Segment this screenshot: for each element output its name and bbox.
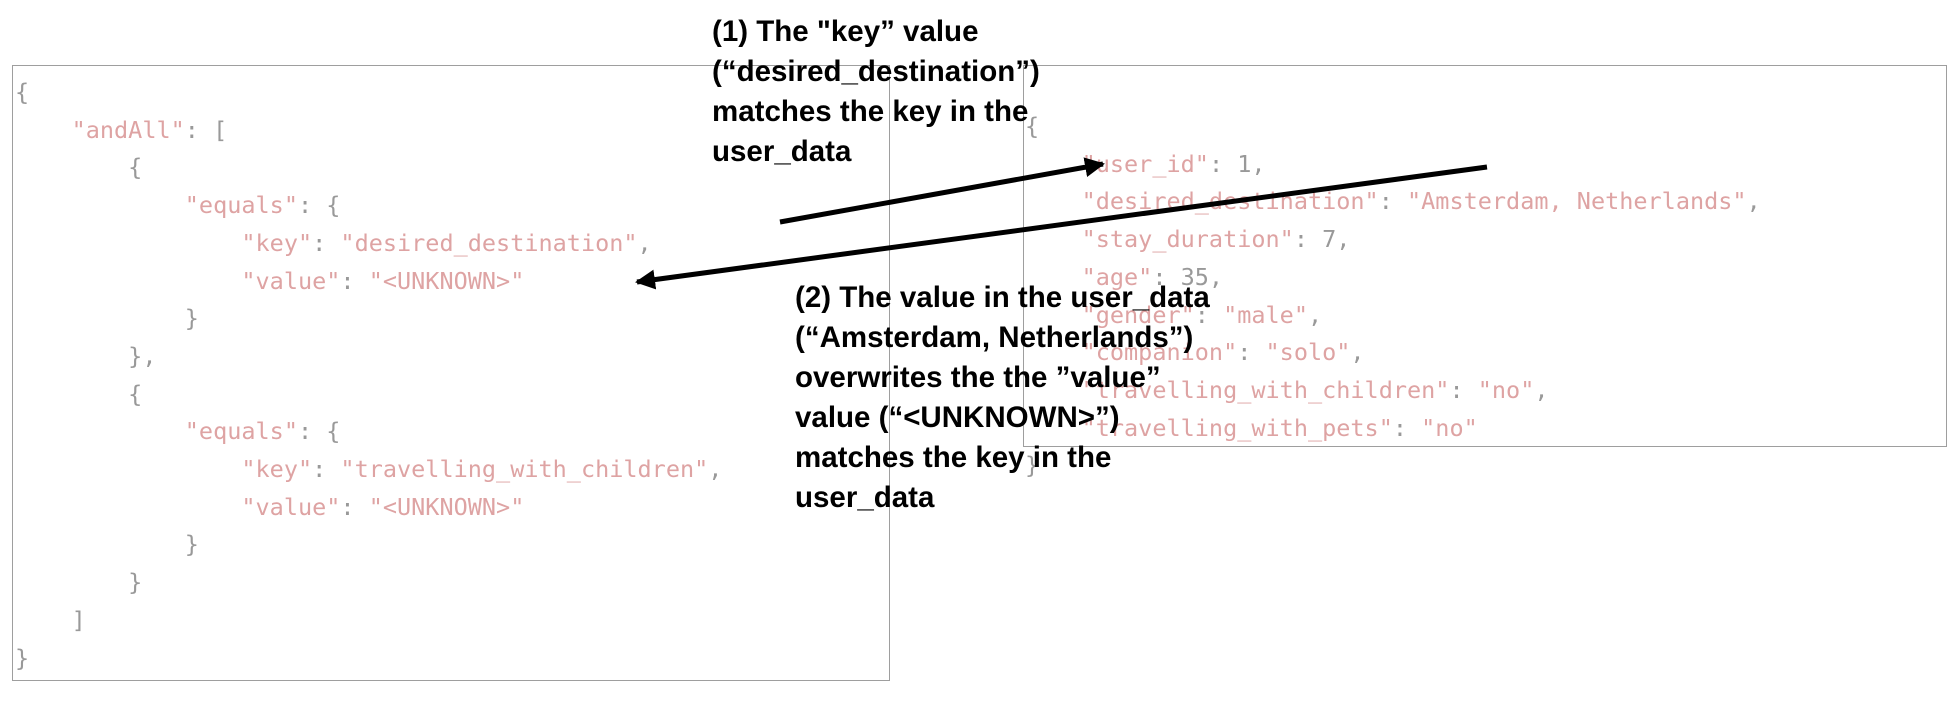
json-punctuation: : 7, xyxy=(1293,225,1351,254)
json-string: "no" xyxy=(1477,375,1535,404)
json-punctuation: : xyxy=(312,228,341,257)
json-punctuation: : xyxy=(1194,300,1224,329)
json-key: "equals" xyxy=(184,417,298,446)
json-punctuation: : [ xyxy=(184,115,228,144)
user-data-json-line: "travelling_with_pets": "no" xyxy=(1025,414,1478,442)
annotation-line: (“Amsterdam, Netherlands”) xyxy=(795,321,1194,354)
query-json-line: { xyxy=(15,380,142,408)
query-json-line: "value": "<UNKNOWN>" xyxy=(15,267,524,295)
json-key: "equals" xyxy=(184,191,298,220)
arrow-value-overwrite xyxy=(635,164,1488,290)
annotation-line: (2) The value in the user_data xyxy=(795,281,1210,314)
json-punctuation: : xyxy=(1449,375,1478,404)
json-key: "andAll" xyxy=(71,115,185,144)
json-key: "travelling_with_pets" xyxy=(1081,413,1393,442)
json-punctuation: } xyxy=(15,530,199,559)
json-punctuation: { xyxy=(15,379,143,408)
query-json-line: }, xyxy=(15,342,156,370)
json-string: "<UNKNOWN>" xyxy=(368,266,525,295)
query-json-line: } xyxy=(15,568,142,596)
annotation-line: matches the key in the xyxy=(795,441,1112,474)
json-punctuation: { xyxy=(15,153,143,182)
user-data-json-line: } xyxy=(1025,451,1039,479)
user-data-json-line: "user_id": 1, xyxy=(1025,150,1266,178)
json-key: "value" xyxy=(241,266,341,295)
json-key: "value" xyxy=(241,492,341,521)
json-key: "travelling_with_children" xyxy=(1081,375,1450,404)
json-string: "solo" xyxy=(1265,338,1351,367)
query-json-line: } xyxy=(15,530,199,558)
json-punctuation: }, xyxy=(15,341,157,370)
query-json-panel: { "andAll": [ { "equals": { "key": "desi… xyxy=(12,65,890,681)
user-data-json-line: "stay_duration": 7, xyxy=(1025,225,1351,254)
json-punctuation: ] xyxy=(15,605,86,634)
json-punctuation: , xyxy=(708,455,723,484)
json-punctuation: : { xyxy=(297,417,341,446)
annotation-line: (1) The "key” value xyxy=(712,15,979,48)
query-json-line: { xyxy=(15,78,29,106)
annotation-line: overwrites the the ”value” xyxy=(795,361,1161,394)
json-punctuation: , xyxy=(1307,300,1323,329)
json-punctuation: , xyxy=(1746,187,1761,216)
json-punctuation: } xyxy=(15,568,143,597)
user-data-json-line: "travelling_with_children": "no", xyxy=(1025,376,1549,404)
json-punctuation: , xyxy=(1350,338,1365,367)
user-data-json-line: "companion": "solo", xyxy=(1025,338,1365,366)
json-punctuation: : xyxy=(312,455,341,484)
json-string: "Amsterdam, Netherlands" xyxy=(1407,187,1747,216)
json-punctuation: { xyxy=(15,78,30,106)
query-json-line: "value": "<UNKNOWN>" xyxy=(15,493,524,521)
json-punctuation: } xyxy=(1025,451,1040,480)
json-punctuation: } xyxy=(15,304,199,333)
json-punctuation: : xyxy=(1392,413,1422,442)
query-json-line: { xyxy=(15,153,142,181)
json-string: "desired_destination" xyxy=(340,228,638,257)
json-key: "age" xyxy=(1081,262,1153,291)
user-data-json-line: { xyxy=(1025,112,1039,140)
query-json-line: "andAll": [ xyxy=(15,115,228,144)
json-punctuation: : xyxy=(1378,187,1408,216)
json-key: "key" xyxy=(241,228,313,257)
json-punctuation: , xyxy=(637,228,652,257)
query-json-line: "key": "desired_destination", xyxy=(15,228,652,257)
json-punctuation: : 1, xyxy=(1208,149,1266,178)
query-json-line: } xyxy=(15,644,29,672)
json-punctuation: : { xyxy=(297,191,341,220)
query-json-code: { "andAll": [ { "equals": { "key": "desi… xyxy=(15,74,722,677)
annotation-line: user_data xyxy=(712,135,852,168)
query-json-line: ] xyxy=(15,606,86,634)
annotation-value-overwrite: (2) The value in the user_data (“Amsterda… xyxy=(795,278,1210,518)
query-json-line: "equals": { xyxy=(15,191,341,220)
user-data-json-panel: { "user_id": 1, "desired_destination": "… xyxy=(1023,65,1947,479)
annotation-line: (“desired_destination”) xyxy=(712,55,1040,88)
json-string: "no" xyxy=(1421,413,1478,442)
json-string: "<UNKNOWN>" xyxy=(368,492,525,521)
annotation-line: matches the key in the xyxy=(712,95,1029,128)
user-data-json-code: { "user_id": 1, "desired_destination": "… xyxy=(1025,108,1761,485)
query-json-line: "equals": { xyxy=(15,417,341,446)
arrow-key-match xyxy=(779,157,1105,225)
user-data-json-line: "age": 35, xyxy=(1025,262,1224,291)
json-key: "companion" xyxy=(1081,338,1238,367)
json-punctuation: , xyxy=(1534,375,1549,404)
json-punctuation: : xyxy=(340,266,369,295)
json-key: "stay_duration" xyxy=(1081,225,1294,254)
annotation-line: user_data xyxy=(795,481,935,514)
user-data-json-line: "gender": "male", xyxy=(1025,300,1323,329)
annotation-key-match: (1) The "key” value (“desired_destination… xyxy=(712,12,1040,172)
json-key: "key" xyxy=(241,455,313,484)
json-punctuation: } xyxy=(15,643,30,672)
json-key: "gender" xyxy=(1081,300,1195,329)
query-json-line: } xyxy=(15,304,199,332)
json-punctuation: : xyxy=(340,492,369,521)
annotation-line: value (“<UNKNOWN>”) xyxy=(795,401,1120,434)
json-string: "male" xyxy=(1223,300,1308,329)
json-punctuation: { xyxy=(1025,112,1040,140)
json-punctuation: : 35, xyxy=(1152,262,1224,291)
query-json-line: "key": "travelling_with_children", xyxy=(15,455,722,483)
json-punctuation: : xyxy=(1237,338,1266,367)
json-string: "travelling_with_children" xyxy=(340,455,709,484)
